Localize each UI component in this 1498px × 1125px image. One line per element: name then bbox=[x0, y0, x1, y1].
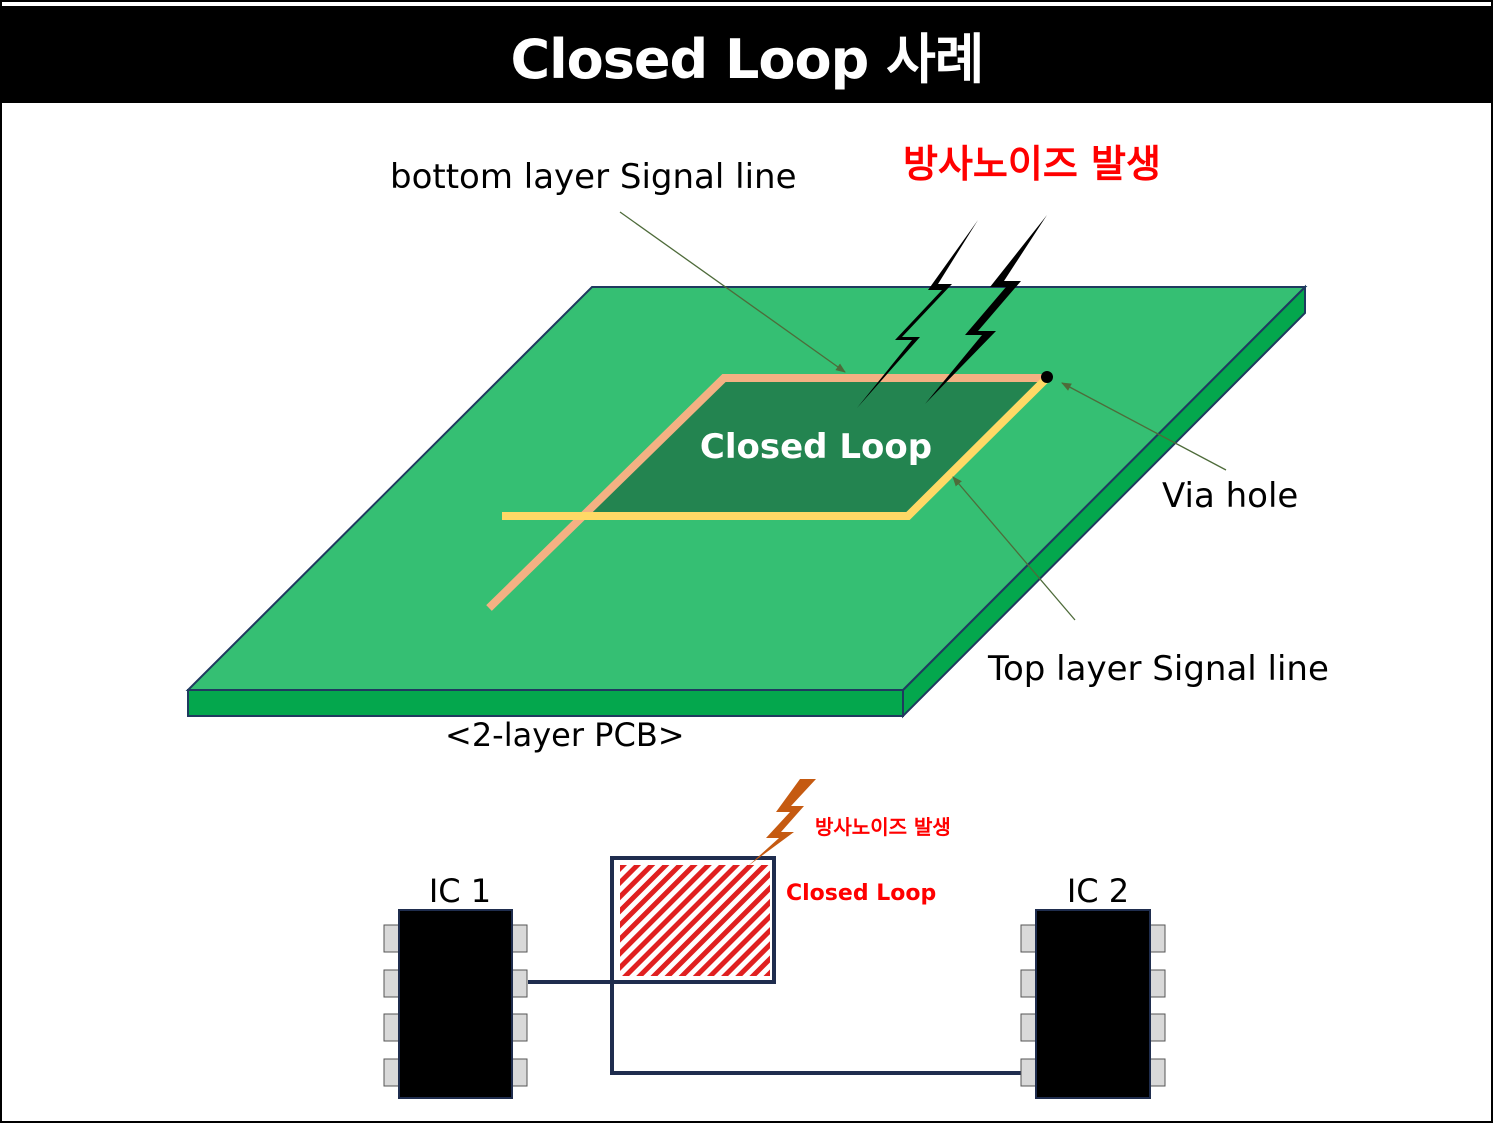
noise-label: 방사노이즈 발생 bbox=[903, 142, 1161, 186]
ic-pin bbox=[1148, 969, 1166, 998]
top-signal-label: Top layer Signal line bbox=[987, 649, 1329, 689]
schematic-noise-label: 방사노이즈 발생 bbox=[815, 815, 951, 839]
ic1-chip bbox=[383, 909, 528, 1099]
schematic-loop-label: Closed Loop bbox=[786, 881, 936, 906]
ic-pin bbox=[1020, 924, 1038, 953]
ic-pin bbox=[510, 1058, 528, 1087]
via-hole bbox=[1041, 371, 1053, 383]
closed-loop-label: Closed Loop bbox=[700, 427, 932, 467]
ic-pin bbox=[1020, 969, 1038, 998]
ic-pin bbox=[510, 924, 528, 953]
ic-body bbox=[1035, 909, 1151, 1099]
leader-line-top-signal bbox=[952, 476, 1076, 621]
ic-body bbox=[398, 909, 513, 1099]
ic-pin bbox=[383, 1013, 401, 1042]
ic1-label: IC 1 bbox=[429, 872, 491, 910]
ic-pin bbox=[1148, 1013, 1166, 1042]
closed-loop-area bbox=[586, 378, 1047, 516]
ic-pin bbox=[1020, 1013, 1038, 1042]
bottom-layer-signal-line bbox=[486, 374, 1047, 611]
ic-pin bbox=[383, 969, 401, 998]
pcb-caption: <2-layer PCB> bbox=[445, 716, 685, 754]
ic2-chip bbox=[1020, 909, 1166, 1099]
ic-pin bbox=[383, 1058, 401, 1087]
pcb-front-edge bbox=[187, 689, 904, 717]
ic-pin bbox=[510, 1013, 528, 1042]
closed-loop-hatch bbox=[620, 865, 770, 976]
title-bar: Closed Loop 사례 bbox=[2, 6, 1492, 103]
lightning-bolt-icon bbox=[857, 220, 978, 408]
lightning-bolt-icon bbox=[748, 779, 816, 866]
ic-pin bbox=[1148, 1058, 1166, 1087]
wire-loop-to-ic2 bbox=[610, 982, 1022, 1075]
ic-pin bbox=[510, 969, 528, 998]
leader-line-via bbox=[1061, 382, 1227, 471]
ic-pin bbox=[1020, 1058, 1038, 1087]
ic-pin bbox=[383, 924, 401, 953]
ic-pin bbox=[1148, 924, 1166, 953]
leader-line-bottom-signal bbox=[619, 211, 846, 373]
page-title: Closed Loop 사례 bbox=[510, 28, 985, 91]
top-layer-signal-line bbox=[502, 375, 1050, 520]
ic2-label: IC 2 bbox=[1067, 872, 1129, 910]
bottom-signal-label: bottom layer Signal line bbox=[390, 157, 797, 197]
via-hole-label: Via hole bbox=[1162, 476, 1298, 516]
